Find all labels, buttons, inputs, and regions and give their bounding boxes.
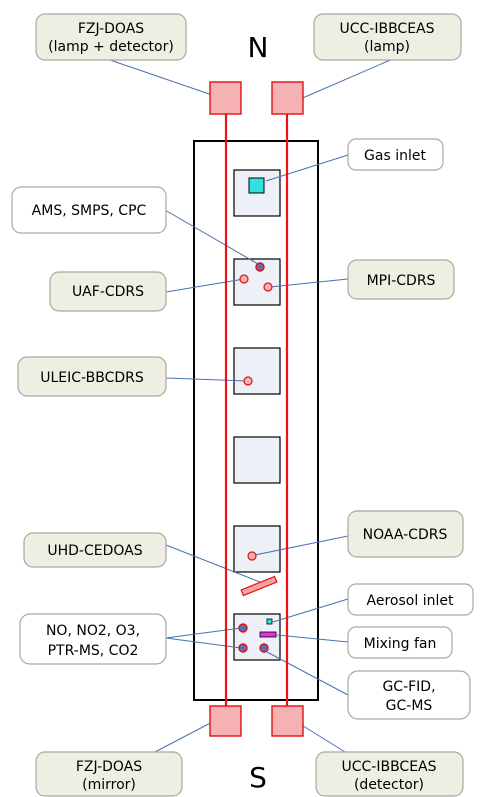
label-gas-inlet: Gas inlet bbox=[347, 138, 444, 171]
label-ucc-ibbceas-top: UCC-IBBCEAS (lamp) bbox=[313, 13, 462, 61]
fzj-doas-mirror-block bbox=[209, 705, 242, 737]
no-no2-o3-dot bbox=[238, 623, 248, 633]
svg-text:(lamp): (lamp) bbox=[364, 39, 410, 55]
uaf-cdrs-dot bbox=[239, 274, 249, 284]
uhd-cedoas-cavity bbox=[240, 575, 278, 597]
port-3 bbox=[233, 347, 281, 395]
label-gc-fid-gc-ms: GC-FID, GC-MS bbox=[347, 670, 471, 720]
ucc-ibbceas-lamp-block bbox=[271, 81, 304, 115]
label-no-no2-o3-ptr-ms-co2: NO, NO2, O3, PTR-MS, CO2 bbox=[19, 613, 167, 665]
label-mpi-cdrs: MPI-CDRS bbox=[347, 259, 455, 300]
label-ucc-ibbceas-bottom: UCC-IBBCEAS (detector) bbox=[315, 751, 464, 797]
svg-text:PTR-MS, CO2: PTR-MS, CO2 bbox=[48, 643, 139, 659]
svg-text:GC-FID,: GC-FID, bbox=[382, 679, 435, 695]
uleic-bbcdrs-dot bbox=[243, 376, 253, 386]
label-uaf-cdrs: UAF-CDRS bbox=[49, 271, 167, 312]
label-ams-smps-cpc: AMS, SMPS, CPC bbox=[11, 186, 167, 234]
label-aerosol-inlet: Aerosol inlet bbox=[347, 583, 474, 616]
svg-text:FZJ-DOAS: FZJ-DOAS bbox=[78, 21, 144, 37]
gc-fid-ms-dot bbox=[259, 643, 269, 653]
chamber-outline bbox=[193, 140, 319, 701]
svg-text:Gas inlet: Gas inlet bbox=[364, 148, 426, 164]
svg-text:FZJ-DOAS: FZJ-DOAS bbox=[76, 759, 142, 775]
aerosol-inlet-marker bbox=[266, 618, 273, 625]
leader-lines bbox=[109, 57, 396, 753]
svg-text:AMS, SMPS, CPC: AMS, SMPS, CPC bbox=[32, 203, 147, 219]
label-fzj-doas-bottom: FZJ-DOAS (mirror) bbox=[35, 751, 183, 797]
mpi-cdrs-dot bbox=[263, 282, 273, 292]
label-mixing-fan: Mixing fan bbox=[347, 626, 453, 659]
svg-text:Aerosol inlet: Aerosol inlet bbox=[367, 593, 454, 609]
mixing-fan-marker bbox=[259, 631, 277, 638]
svg-text:NOAA-CDRS: NOAA-CDRS bbox=[363, 527, 448, 543]
svg-text:MPI-CDRS: MPI-CDRS bbox=[367, 273, 436, 289]
svg-text:NO, NO2, O3,: NO, NO2, O3, bbox=[46, 623, 140, 639]
label-fzj-doas-top: FZJ-DOAS (lamp + detector) bbox=[35, 13, 187, 61]
ptr-ms-co2-dot bbox=[238, 643, 248, 653]
noaa-cdrs-dot bbox=[247, 551, 257, 561]
svg-text:(lamp + detector): (lamp + detector) bbox=[48, 39, 174, 55]
svg-text:UHD-CEDOAS: UHD-CEDOAS bbox=[47, 543, 142, 559]
ams-smps-cpc-dot bbox=[255, 262, 265, 272]
south-marker: S bbox=[249, 761, 267, 794]
svg-text:(mirror): (mirror) bbox=[82, 777, 136, 793]
svg-text:(detector): (detector) bbox=[354, 777, 424, 793]
fzj-doas-lamp-detector-block bbox=[209, 81, 242, 115]
port-5 bbox=[233, 525, 281, 573]
label-uhd-cedoas: UHD-CEDOAS bbox=[23, 532, 167, 568]
gas-inlet-marker bbox=[248, 177, 265, 194]
label-uleic-bbcdrs: ULEIC-BBCDRS bbox=[17, 356, 167, 397]
north-marker: N bbox=[248, 31, 269, 64]
svg-text:GC-MS: GC-MS bbox=[386, 698, 433, 714]
svg-text:Mixing fan: Mixing fan bbox=[364, 636, 437, 652]
label-noaa-cdrs: NOAA-CDRS bbox=[347, 510, 464, 558]
svg-text:ULEIC-BBCDRS: ULEIC-BBCDRS bbox=[40, 370, 144, 386]
svg-text:UCC-IBBCEAS: UCC-IBBCEAS bbox=[341, 759, 436, 775]
port-4 bbox=[233, 436, 281, 484]
ucc-ibbceas-detector-block bbox=[271, 705, 304, 737]
svg-text:UCC-IBBCEAS: UCC-IBBCEAS bbox=[339, 21, 434, 37]
svg-text:UAF-CDRS: UAF-CDRS bbox=[72, 284, 144, 300]
